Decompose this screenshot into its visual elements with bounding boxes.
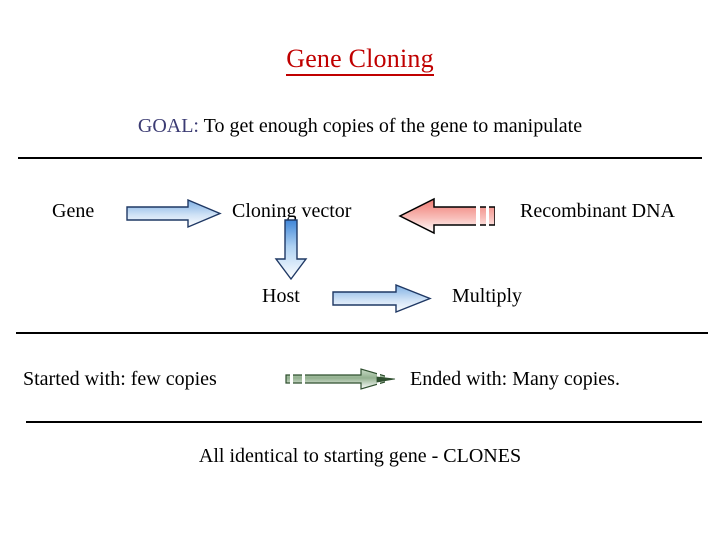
label-recombinant-dna: Recombinant DNA [520,200,675,222]
arrow-recombinant-dna-to-cloning-vector-icon [396,196,502,236]
page-title: Gene Cloning [0,44,720,76]
label-cloning-vector: Cloning vector [232,200,352,222]
label-gene: Gene [52,200,95,222]
label-clones-conclusion: All identical to starting gene - CLONES [198,445,522,467]
goal-text: To get enough copies of the gene to mani… [198,115,583,137]
arrow-started-to-ended-icon [285,366,397,392]
goal-keyword: GOAL: [137,115,199,137]
goal-statement: GOAL: To get enough copies of the gene t… [0,115,720,138]
label-ended-with: Ended with: Many copies. [410,368,620,390]
arrow-gene-to-cloning-vector-icon [126,199,222,229]
divider-bottom [26,421,702,423]
label-started-with: Started with: few copies [23,368,217,390]
divider-middle [16,332,708,334]
label-host: Host [262,285,300,307]
arrow-host-to-multiply-icon [332,284,432,314]
label-multiply: Multiply [452,285,523,307]
divider-top [18,157,702,159]
page-title-text: Gene Cloning [286,44,434,76]
arrow-cloning-vector-to-host-icon [274,219,308,281]
